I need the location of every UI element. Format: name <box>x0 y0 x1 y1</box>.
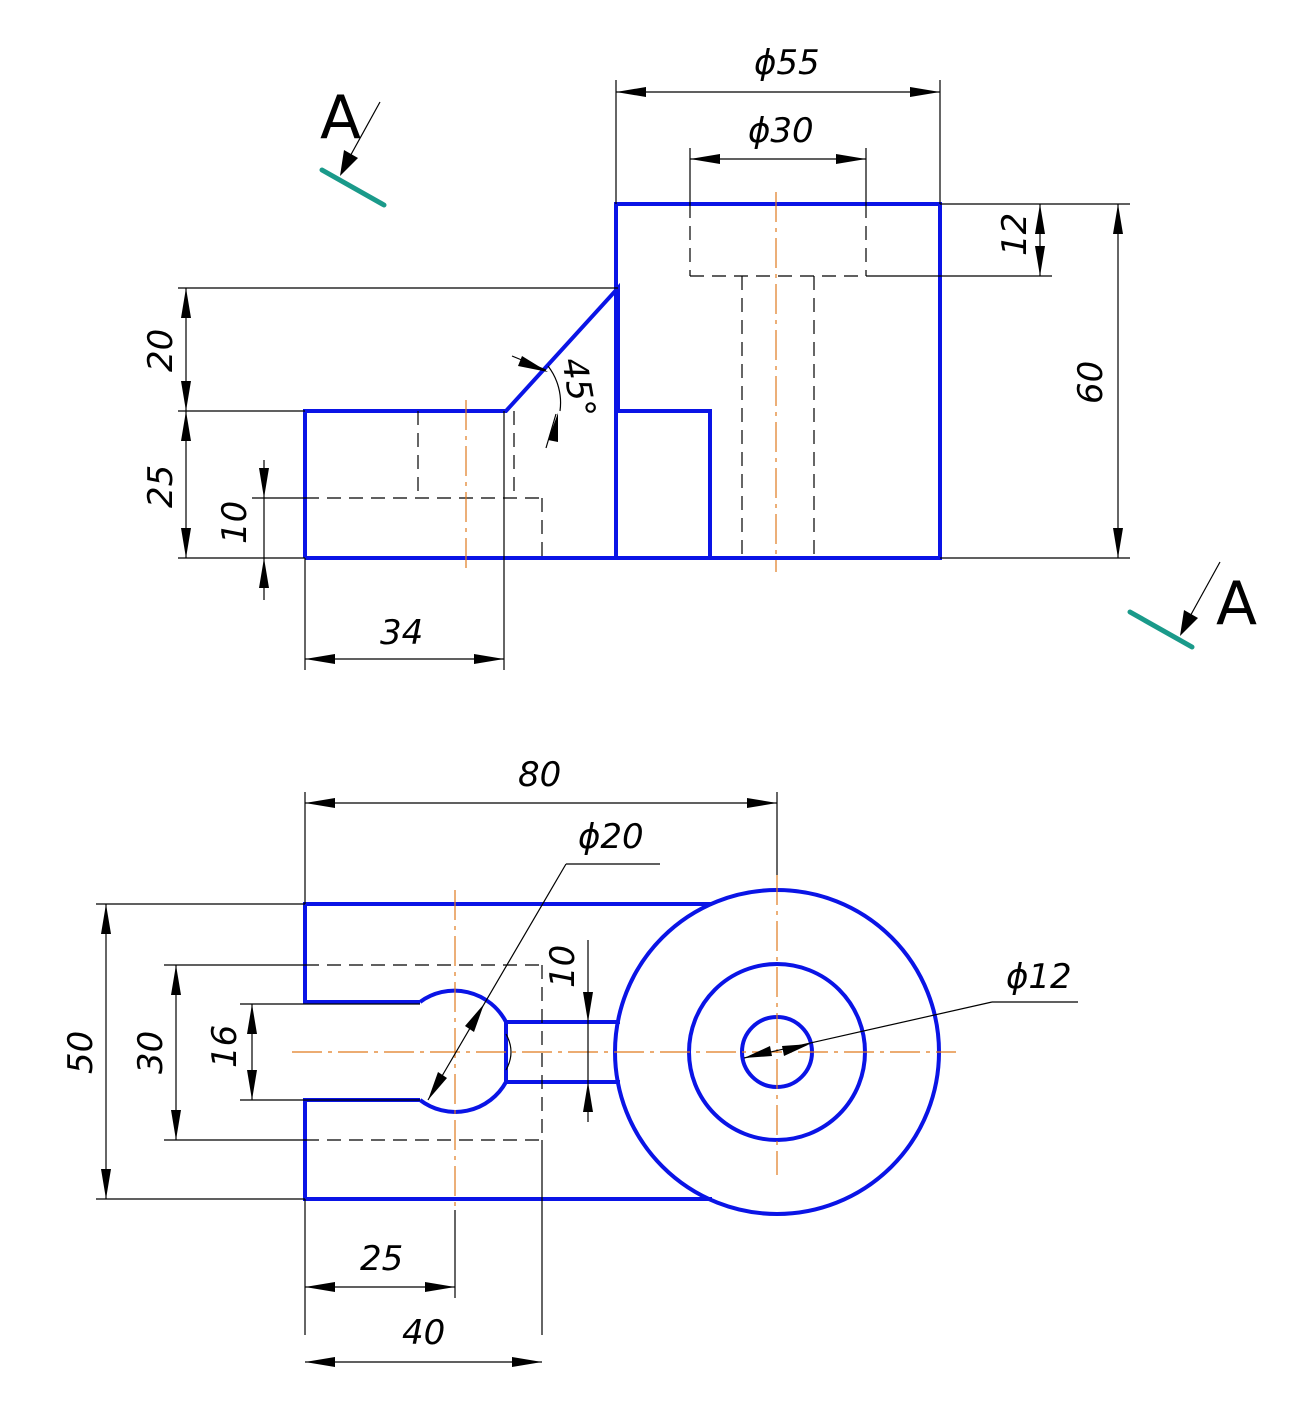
arrowhead <box>616 87 646 97</box>
dim-text-16: 16 <box>205 1025 245 1068</box>
top-outline-upper <box>303 902 712 1004</box>
arrowhead <box>910 87 940 97</box>
arrowhead <box>101 1169 111 1199</box>
section-marker-bottom: A <box>1127 561 1257 650</box>
dim-text-50: 50 <box>61 1031 101 1074</box>
arrowhead <box>181 288 191 318</box>
front-outline-base <box>303 282 712 558</box>
slot-tangent-arc <box>505 1033 512 1071</box>
dim-text-angle: 45° <box>553 355 603 421</box>
top-view: 80 ϕ20 10 ϕ12 50 30 <box>61 755 1078 1367</box>
arrowhead <box>782 1044 810 1056</box>
dim-text-40: 40 <box>402 1313 445 1353</box>
arrowhead <box>305 1282 335 1292</box>
arrowhead <box>548 413 558 442</box>
arrowhead <box>518 356 548 372</box>
dim-text-10: 10 <box>215 501 255 544</box>
arrowhead <box>181 528 191 558</box>
arrowhead <box>171 965 181 995</box>
arrowhead <box>181 381 191 411</box>
dim-text-d20: ϕ20 <box>578 817 644 857</box>
arrowhead <box>247 1070 257 1100</box>
arrowhead <box>247 1004 257 1034</box>
angle-leader <box>545 413 557 449</box>
arrowhead <box>181 411 191 441</box>
arrowhead <box>465 1004 484 1032</box>
dim-text-30: 30 <box>131 1031 171 1074</box>
leader-d20 <box>427 863 567 1101</box>
dim-text-34: 34 <box>380 613 423 653</box>
leader-d12 <box>743 1001 993 1059</box>
arrowhead <box>744 1046 772 1058</box>
top-slot-arc-upper <box>418 988 620 1024</box>
top-slot-arc-lower <box>418 1080 620 1114</box>
arrowhead <box>836 154 866 164</box>
dim-text-25: 25 <box>141 465 181 508</box>
dim-text-12: 12 <box>995 213 1035 256</box>
arrowhead <box>428 1072 447 1100</box>
front-outline-boss <box>614 202 942 560</box>
dim-text-d55: ϕ55 <box>754 43 820 83</box>
section-label-bottom: A <box>1216 569 1257 639</box>
arrowhead <box>583 1082 593 1112</box>
arrowhead <box>1035 246 1045 276</box>
cutting-plane-line-top <box>319 167 387 208</box>
dim-text-25: 25 <box>360 1239 403 1279</box>
arrowhead <box>305 654 335 664</box>
section-arrowhead-top <box>340 150 358 176</box>
dim-text-60: 60 <box>1071 361 1111 404</box>
arrowhead <box>1113 204 1123 234</box>
dim-text-20: 20 <box>141 329 181 372</box>
cutting-plane-line-bottom <box>1127 609 1195 650</box>
arrowhead <box>259 558 269 588</box>
arrowhead <box>305 798 335 808</box>
arrowhead <box>425 1282 455 1292</box>
dim-text-10: 10 <box>543 945 583 988</box>
arrowhead <box>747 798 777 808</box>
arrowhead <box>690 154 720 164</box>
arrowhead <box>1113 528 1123 558</box>
section-arrow-shaft-bottom <box>1187 561 1221 621</box>
section-marker-top: A <box>319 83 387 208</box>
arrowhead <box>512 1357 542 1367</box>
arrowhead <box>259 468 269 498</box>
arrowhead <box>1035 204 1045 234</box>
arrowhead <box>171 1110 181 1140</box>
arrowhead <box>474 654 504 664</box>
angle-arc <box>547 365 562 412</box>
section-label-top: A <box>320 83 361 153</box>
dim-text-80: 80 <box>518 755 561 795</box>
dim-text-d12: ϕ12 <box>1006 957 1072 997</box>
arrowhead <box>305 1357 335 1367</box>
dim-text-d30: ϕ30 <box>748 111 814 151</box>
section-arrowhead-bottom <box>1180 610 1198 636</box>
arrowhead <box>101 904 111 934</box>
arrowhead <box>583 992 593 1022</box>
top-outline-lower <box>303 1098 712 1201</box>
section-arrow-shaft-top <box>347 101 381 161</box>
front-view: ϕ55 ϕ30 12 60 20 25 <box>141 43 1130 670</box>
